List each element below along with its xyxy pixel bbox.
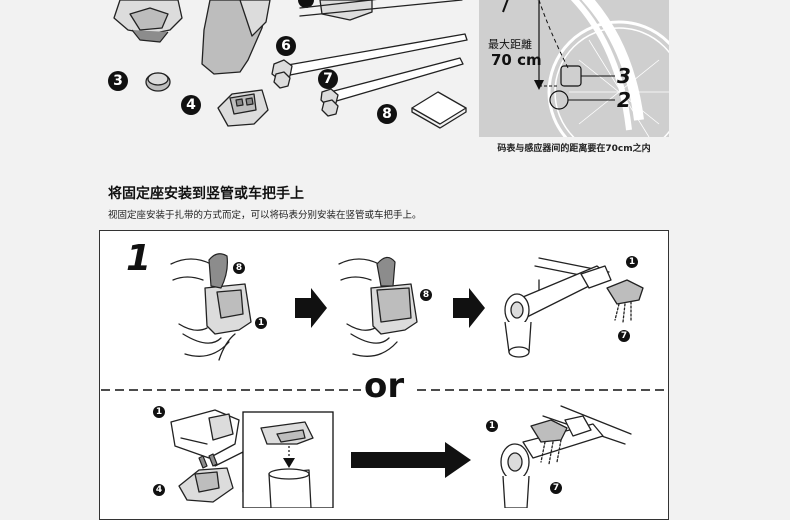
rubber-pad-drawing xyxy=(319,0,373,21)
part-number-8: 8 xyxy=(377,104,397,124)
callout-1: 1 xyxy=(153,406,165,418)
part-number-4: 4 xyxy=(181,95,201,115)
bicycle-front-drawing xyxy=(502,0,669,137)
bracket-exploded-drawing xyxy=(170,409,240,503)
step-number: 1 xyxy=(126,238,152,279)
sensor-part-drawing xyxy=(201,0,271,75)
bracket-4-drawing xyxy=(217,89,269,127)
part-number-7: 7 xyxy=(318,69,338,89)
right-arrow-icon xyxy=(295,288,327,328)
bracket-part-drawing xyxy=(113,0,183,43)
distance-marker-2: 2 xyxy=(617,88,631,112)
distance-diagram-panel: 最大距離 70 cm 3 2 xyxy=(479,0,669,137)
section-description: 视固定座安装于扎带的方式而定，可以将码表分别安装在竖管或车把手上。 xyxy=(108,210,422,221)
part-number-6: 6 xyxy=(276,36,296,56)
hand-holding-bracket-1 xyxy=(170,253,252,361)
callout-8: 8 xyxy=(420,289,432,301)
parts-illustration xyxy=(113,0,468,129)
adhesive-pad-drawing xyxy=(411,91,467,125)
section-heading: 将固定座安装到竖管或车把手上 xyxy=(108,186,304,202)
distance-marker-3: 3 xyxy=(617,64,631,88)
stem-with-mounted-bracket-1 xyxy=(504,257,644,358)
handlebar-with-mounted-bracket xyxy=(500,405,632,508)
max-distance-value: 70 cm xyxy=(491,51,542,69)
zip-tie-drawing-7 xyxy=(320,57,464,117)
callout-1: 1 xyxy=(486,420,498,432)
distance-caption: 码表与感应器间的距离要在70cm之内 xyxy=(497,144,651,154)
or-label: or xyxy=(364,366,405,406)
callout-7: 7 xyxy=(550,482,562,494)
callout-8: 8 xyxy=(233,262,245,274)
max-distance-label: 最大距離 xyxy=(488,38,532,51)
callout-7: 7 xyxy=(618,330,630,342)
callout-4: 4 xyxy=(153,484,165,496)
zip-tie-drawing-6 xyxy=(271,33,468,89)
magnet-part-drawing xyxy=(145,72,171,92)
callout-1: 1 xyxy=(626,256,638,268)
part-number-3: 3 xyxy=(108,71,128,91)
right-arrow-icon xyxy=(453,288,485,328)
hand-holding-bracket-2 xyxy=(338,256,418,357)
right-arrow-icon xyxy=(351,442,471,478)
callout-1: 1 xyxy=(255,317,267,329)
mounting-steps-illustration xyxy=(101,253,667,508)
bracket-detail-drawing xyxy=(260,421,314,508)
